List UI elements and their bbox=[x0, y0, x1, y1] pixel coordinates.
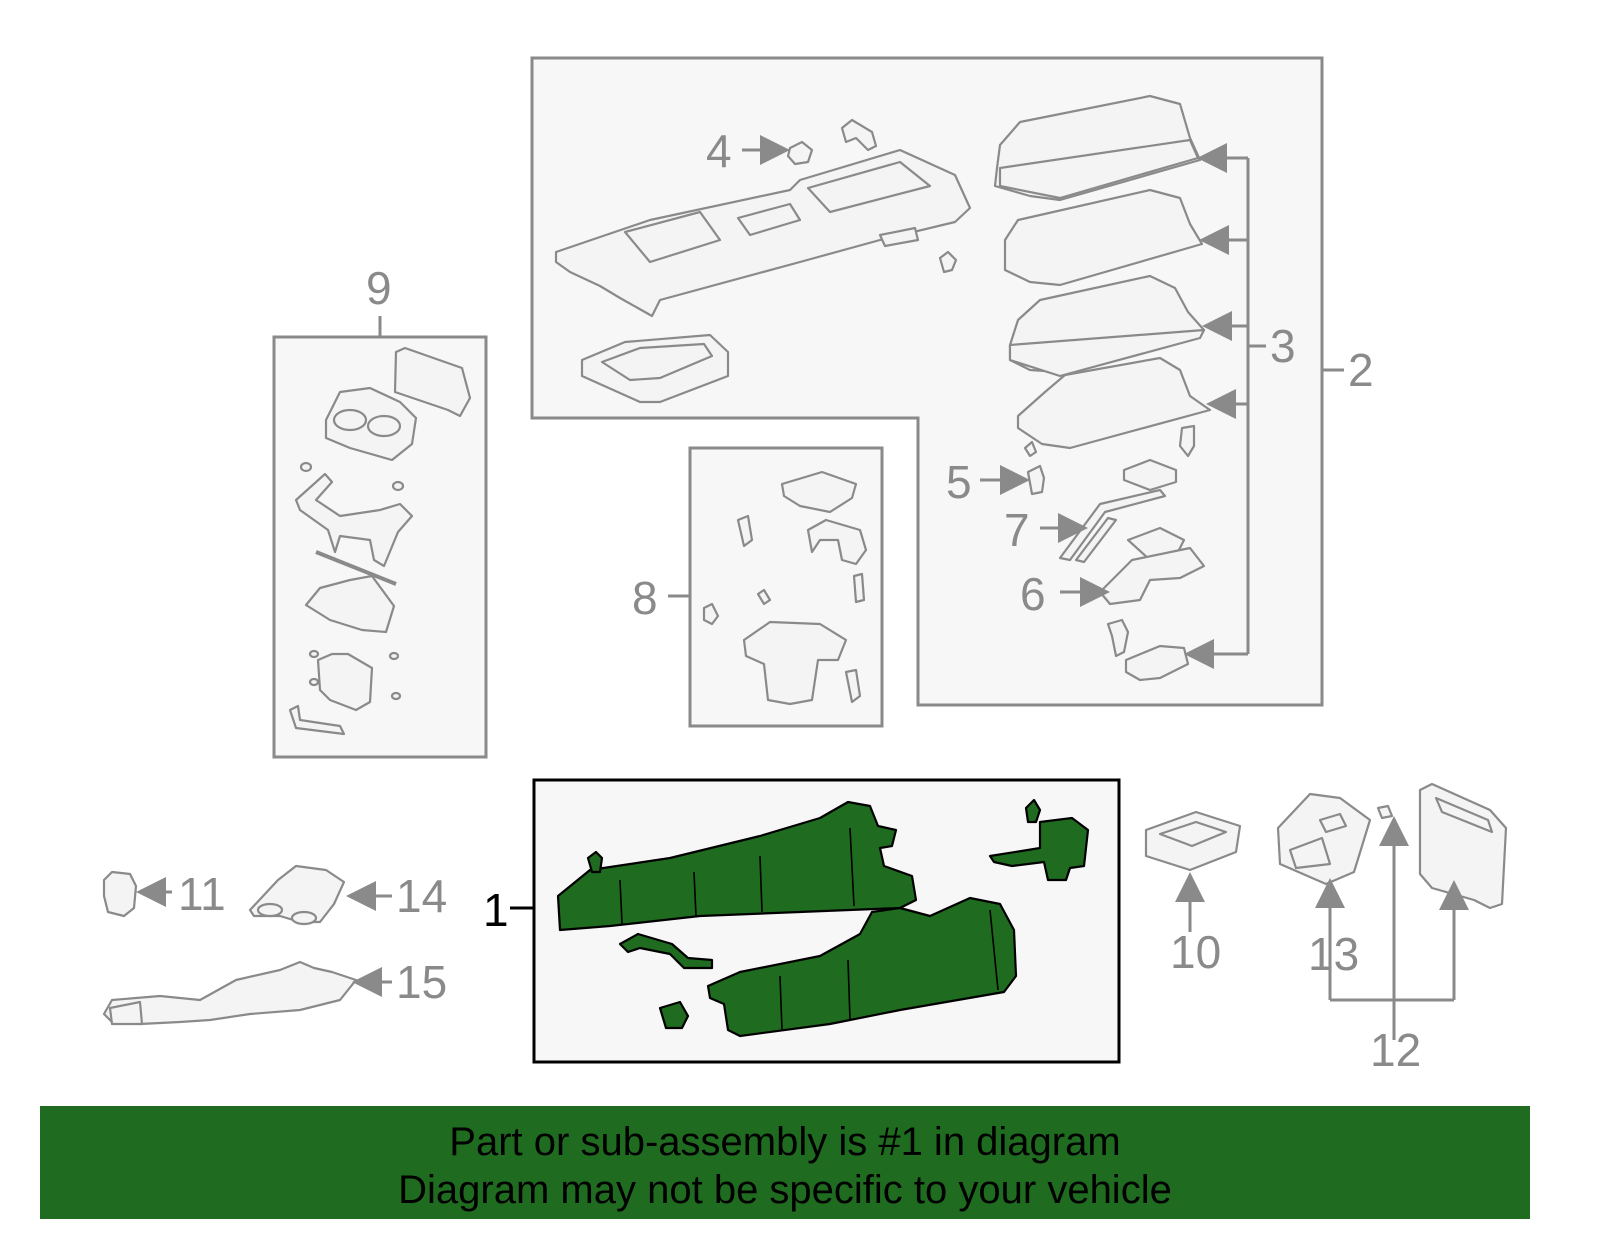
part-13-vent bbox=[1276, 792, 1372, 886]
armrest-lid-2 bbox=[1003, 188, 1204, 287]
callout-10: 10 bbox=[1170, 926, 1221, 978]
screw-a bbox=[1178, 424, 1196, 458]
clip-b bbox=[1023, 440, 1038, 458]
rod-part-7 bbox=[1058, 488, 1167, 562]
part-10-tray bbox=[1144, 810, 1242, 872]
part-14-duct bbox=[248, 864, 346, 926]
banner-line-2: Diagram may not be specific to your vehi… bbox=[398, 1168, 1172, 1212]
callout-1: 1 bbox=[483, 884, 509, 936]
part-12-clip bbox=[1376, 804, 1394, 820]
callout-5: 5 bbox=[946, 456, 972, 508]
screw-b bbox=[1106, 618, 1130, 658]
callout-13: 13 bbox=[1308, 928, 1359, 980]
group-8-parts bbox=[702, 470, 868, 706]
callout-11: 11 bbox=[178, 868, 226, 920]
tray bbox=[580, 333, 730, 404]
callout-12: 12 bbox=[1370, 1024, 1421, 1076]
bracket-small bbox=[840, 118, 878, 152]
callout-7: 7 bbox=[1004, 504, 1030, 556]
callout-8: 8 bbox=[632, 572, 658, 624]
latch-part-6 bbox=[1098, 526, 1206, 606]
console-body bbox=[554, 148, 972, 318]
callout-3: 3 bbox=[1270, 320, 1296, 372]
callout-15: 15 bbox=[396, 956, 447, 1008]
banner-line-1: Part or sub-assembly is #1 in diagram bbox=[449, 1120, 1121, 1164]
callout-14: 14 bbox=[396, 870, 447, 922]
part-12-panel bbox=[1418, 782, 1508, 910]
part-11-connector bbox=[102, 870, 138, 918]
pad-small bbox=[1122, 458, 1178, 492]
part-15-duct bbox=[102, 960, 358, 1026]
callout-6: 6 bbox=[1020, 568, 1046, 620]
plate-lower bbox=[1124, 644, 1190, 682]
clip-small-a bbox=[938, 250, 958, 274]
group-9-parts bbox=[288, 346, 472, 736]
callout-2: 2 bbox=[1348, 344, 1374, 396]
info-banner: Part or sub-assembly is #1 in diagram Di… bbox=[40, 1106, 1530, 1219]
screw-part-5 bbox=[1026, 464, 1046, 496]
console-box-part-1 bbox=[556, 798, 1090, 1038]
callout-9: 9 bbox=[366, 262, 392, 314]
callout-4: 4 bbox=[706, 125, 732, 177]
